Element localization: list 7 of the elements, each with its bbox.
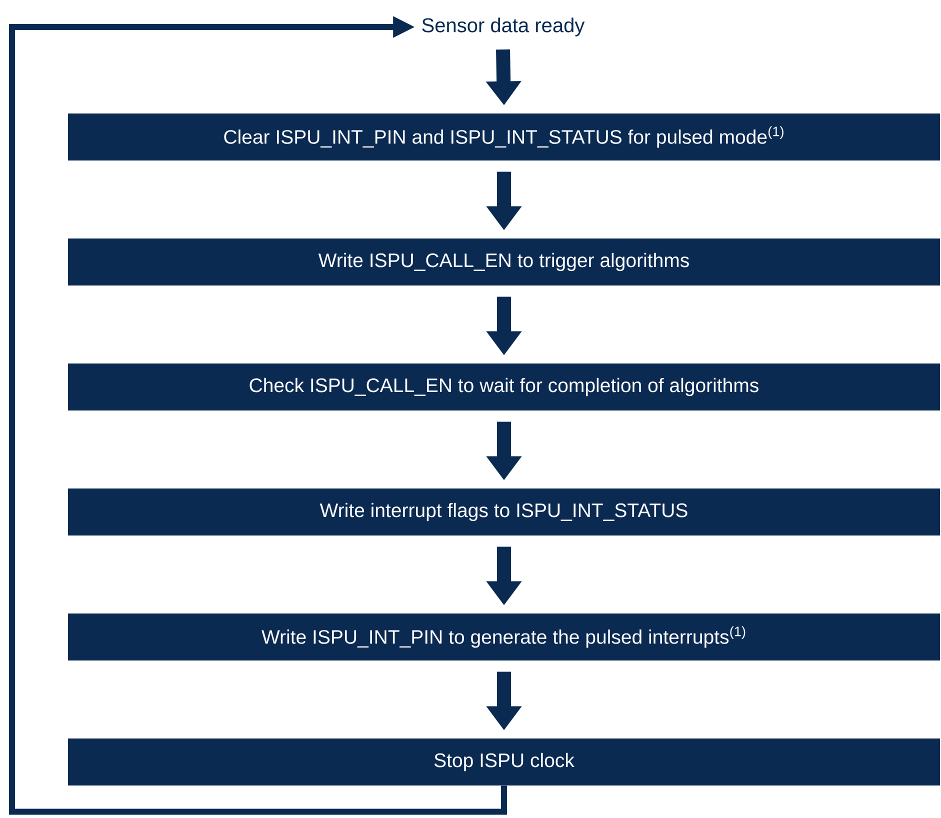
process-box: Stop ISPU clock — [68, 738, 940, 786]
process-box: Check ISPU_CALL_EN to wait for completion of algorithms — [68, 364, 940, 410]
process-box: Clear ISPU_INT_PIN and ISPU_INT_STATUS for pulsed mode$^{(1)}$ — [68, 114, 940, 160]
process-box: Write interrupt flags to ISPU_INT_STATUS — [68, 488, 940, 536]
process-box: Write ISPU_INT_PIN to generate the pulsed interrupts$^{(1)}$ — [68, 614, 940, 660]
process-box: Write ISPU_CALL_EN to trigger algorithms — [68, 238, 940, 286]
step-text: Sensor data ready — [422, 18, 585, 36]
